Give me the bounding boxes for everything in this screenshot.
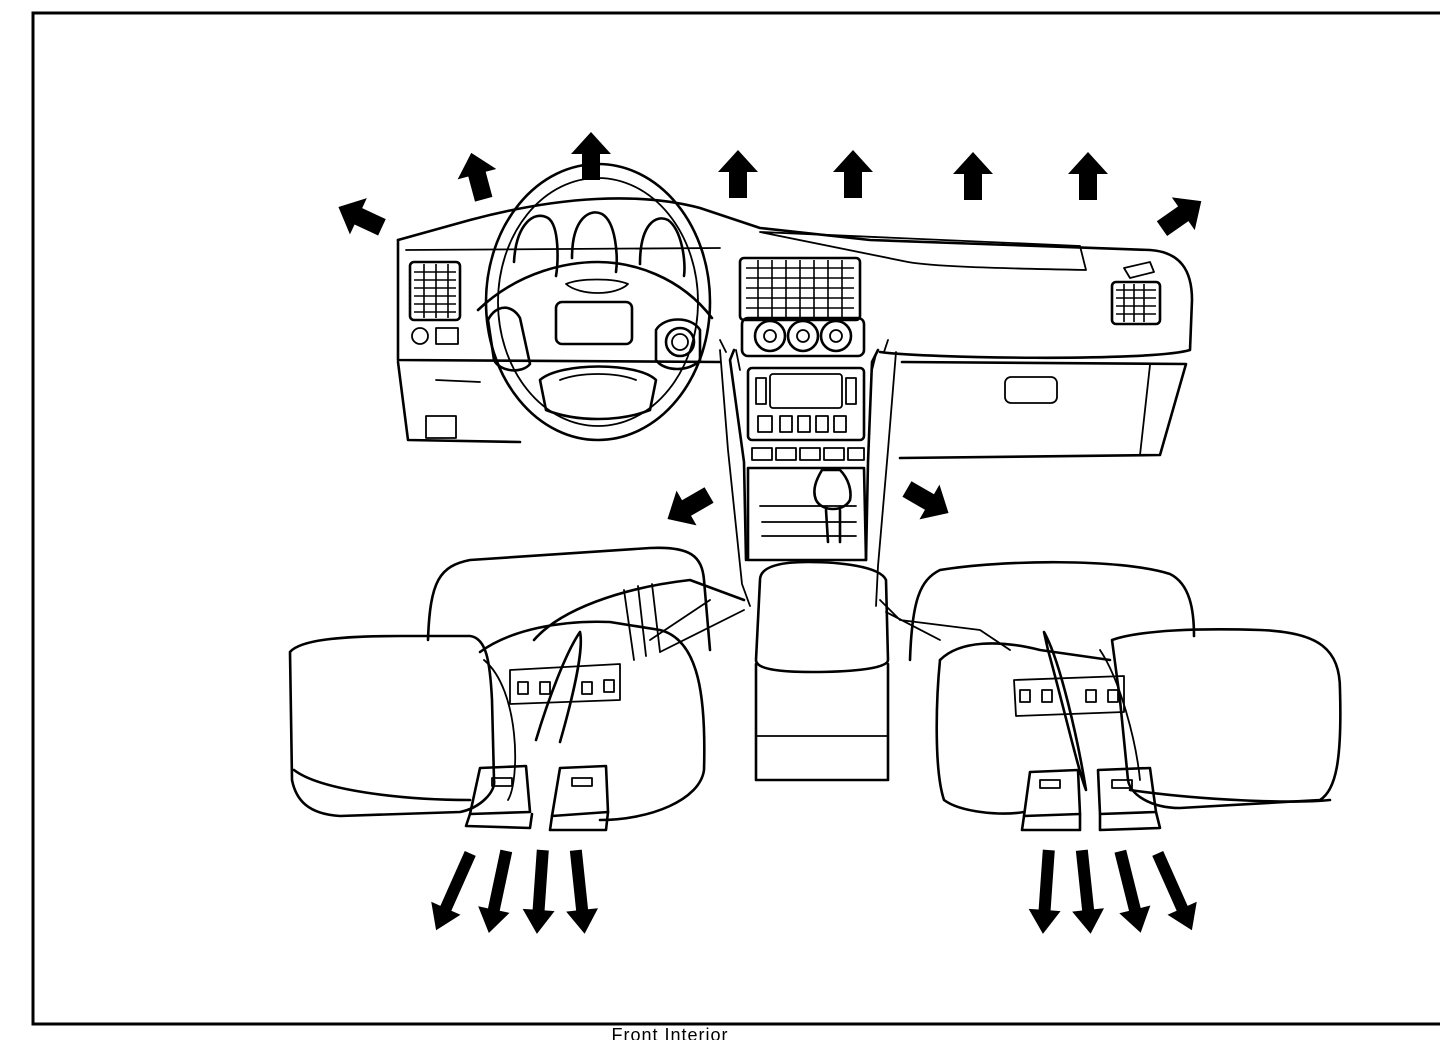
- diagram-frame: [31, 11, 1440, 1026]
- arrow-up-icon: [657, 477, 720, 537]
- arrow-down-icon: [421, 846, 485, 937]
- arrow-up-icon: [718, 150, 758, 198]
- arrow-down-icon: [1143, 846, 1207, 937]
- arrow-up-icon: [1068, 152, 1108, 200]
- arrow-up-icon: [329, 188, 391, 246]
- arrow-down-icon: [559, 848, 601, 936]
- arrow-up-icon: [571, 132, 611, 180]
- arrow-down-icon: [520, 848, 559, 936]
- arrow-down-icon: [473, 847, 522, 937]
- right-side-vent: [1110, 280, 1162, 326]
- arrow-down-icon: [1104, 847, 1157, 937]
- airbag-center: [554, 300, 634, 346]
- left-seat: [288, 546, 746, 832]
- arrow-up-icon: [896, 471, 959, 531]
- left-side-vent: [408, 260, 462, 322]
- fuse-panel: [425, 415, 457, 439]
- right-seat: [879, 560, 1342, 832]
- arrow-up-icon: [1150, 184, 1213, 246]
- steering-wheel: [476, 162, 714, 442]
- arrow-up-icon: [451, 147, 504, 205]
- climate-knobs: [740, 316, 866, 358]
- switch-row: [751, 447, 865, 461]
- arrow-down-icon: [1065, 848, 1107, 936]
- lower-airflow-right: [1026, 846, 1207, 937]
- lower-airflow-left: [421, 846, 601, 937]
- arrow-up-icon: [833, 150, 873, 198]
- dashboard: [396, 197, 1194, 607]
- arrow-down-icon: [1026, 848, 1065, 936]
- radio-unit: [746, 366, 866, 442]
- glovebox-handle: [1004, 376, 1058, 404]
- center-console: [746, 466, 890, 782]
- figure-caption: Front Interior: [611, 1026, 729, 1040]
- arrow-up-icon: [953, 152, 993, 200]
